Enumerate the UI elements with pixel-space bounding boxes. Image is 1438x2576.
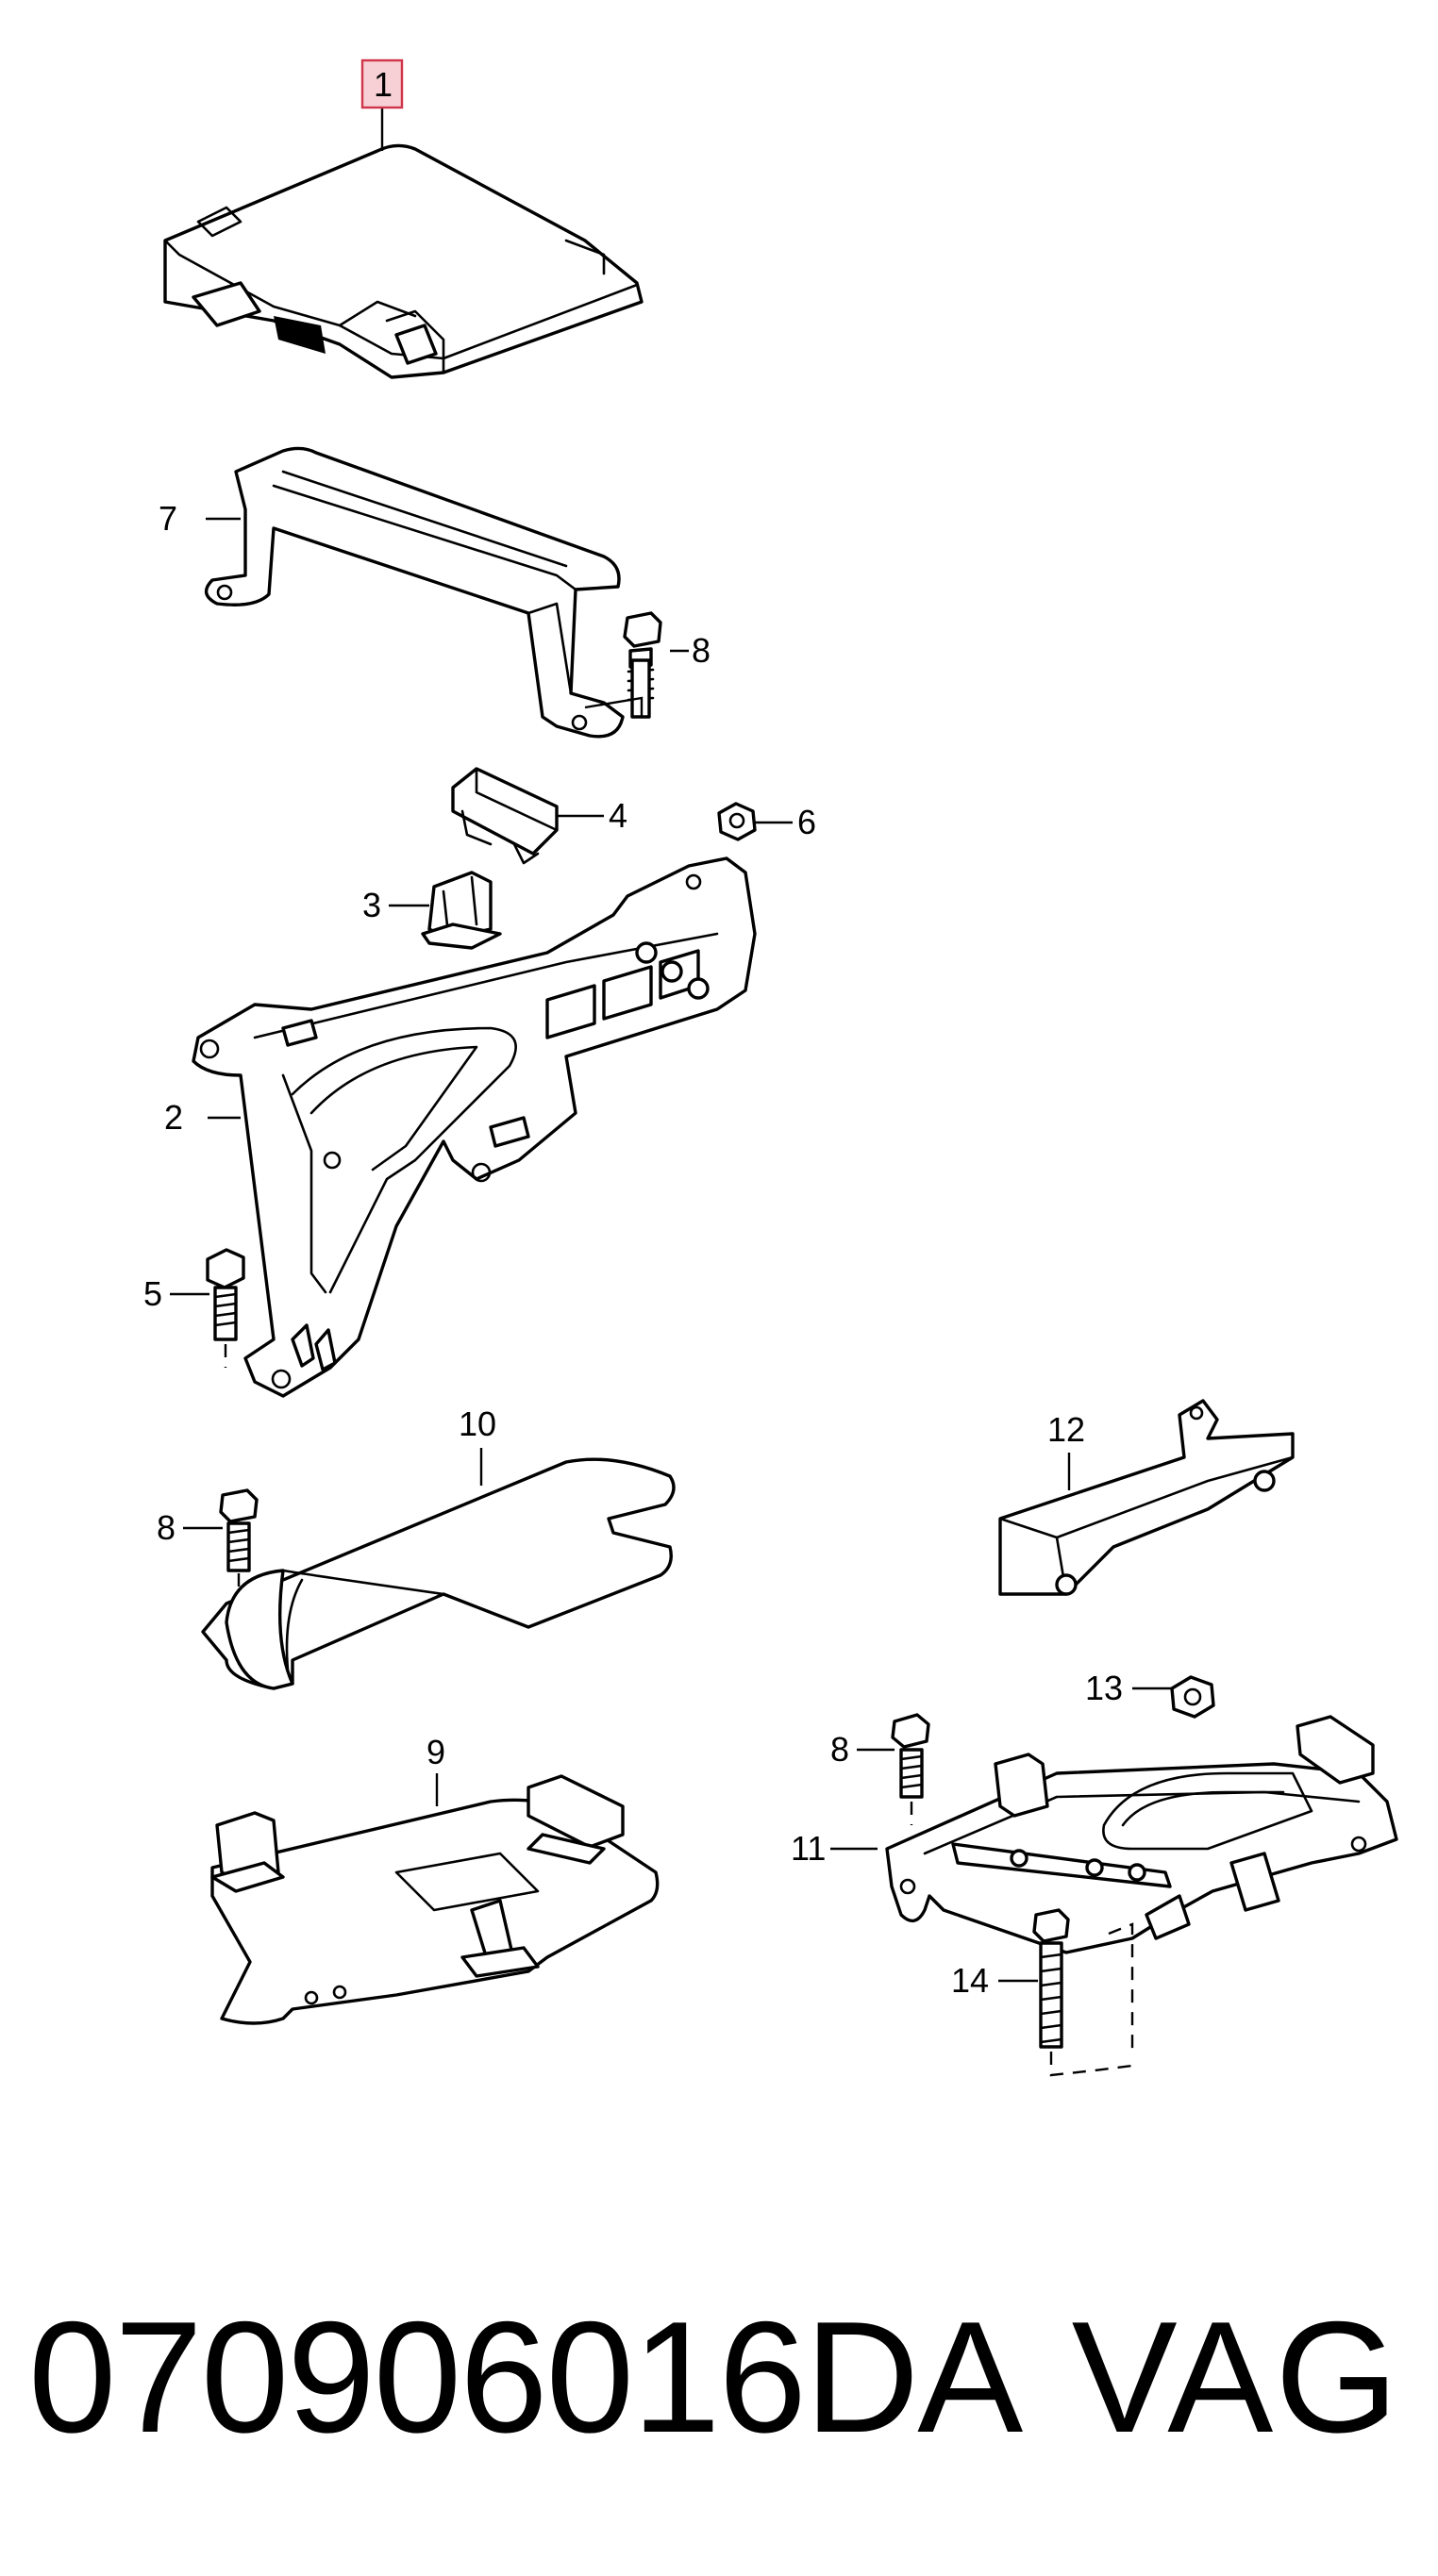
tray-9 [210, 1774, 660, 2025]
clip-3 [421, 871, 502, 950]
highlight-box [360, 58, 404, 109]
callout-2: 2 [164, 1098, 183, 1137]
bolt-8-lower [891, 1713, 930, 1825]
callout-14: 14 [951, 1961, 989, 2000]
cover-10 [201, 1457, 676, 1690]
callout-1: 1 [374, 65, 393, 104]
clip-4 [451, 767, 559, 865]
callout-7: 7 [159, 499, 177, 538]
upper-bracket [204, 446, 625, 739]
callout-8: 8 [157, 1508, 176, 1547]
footer-caption: 070906016DA VAG [0, 2264, 1438, 2490]
callout-13: 13 [1085, 1669, 1123, 1707]
bolt-5 [206, 1248, 245, 1368]
callout-10: 10 [459, 1404, 496, 1443]
part-number: 070906016DA [28, 2288, 1023, 2466]
bolt-14 [1032, 1908, 1133, 2077]
nut-6 [717, 802, 757, 841]
callout-5: 5 [143, 1274, 162, 1313]
bolt-8-upper [623, 611, 662, 719]
bolt-8-middle [219, 1488, 259, 1594]
callout-8: 8 [830, 1730, 849, 1769]
callout-3: 3 [362, 886, 381, 924]
callout-12: 12 [1047, 1410, 1085, 1449]
brand-label: VAG [1071, 2288, 1400, 2466]
callout-11: 11 [791, 1829, 826, 1868]
callout-6: 6 [797, 803, 816, 841]
callout-4: 4 [609, 796, 627, 835]
main-bracket [192, 856, 757, 1398]
leader-lines [170, 108, 1172, 1983]
callout-9: 9 [426, 1733, 445, 1771]
module-12 [998, 1399, 1295, 1596]
exploded-parts-diagram: 1 7 8 4 6 3 2 5 10 12 8 13 8 9 11 14 [143, 58, 1398, 2077]
nut-13 [1170, 1675, 1215, 1719]
callouts: 1 7 8 4 6 3 2 5 10 12 8 13 8 9 11 14 [143, 58, 1123, 2000]
lower-bracket-11 [885, 1715, 1398, 2056]
control-module [163, 143, 644, 379]
callout-8: 8 [692, 631, 711, 670]
